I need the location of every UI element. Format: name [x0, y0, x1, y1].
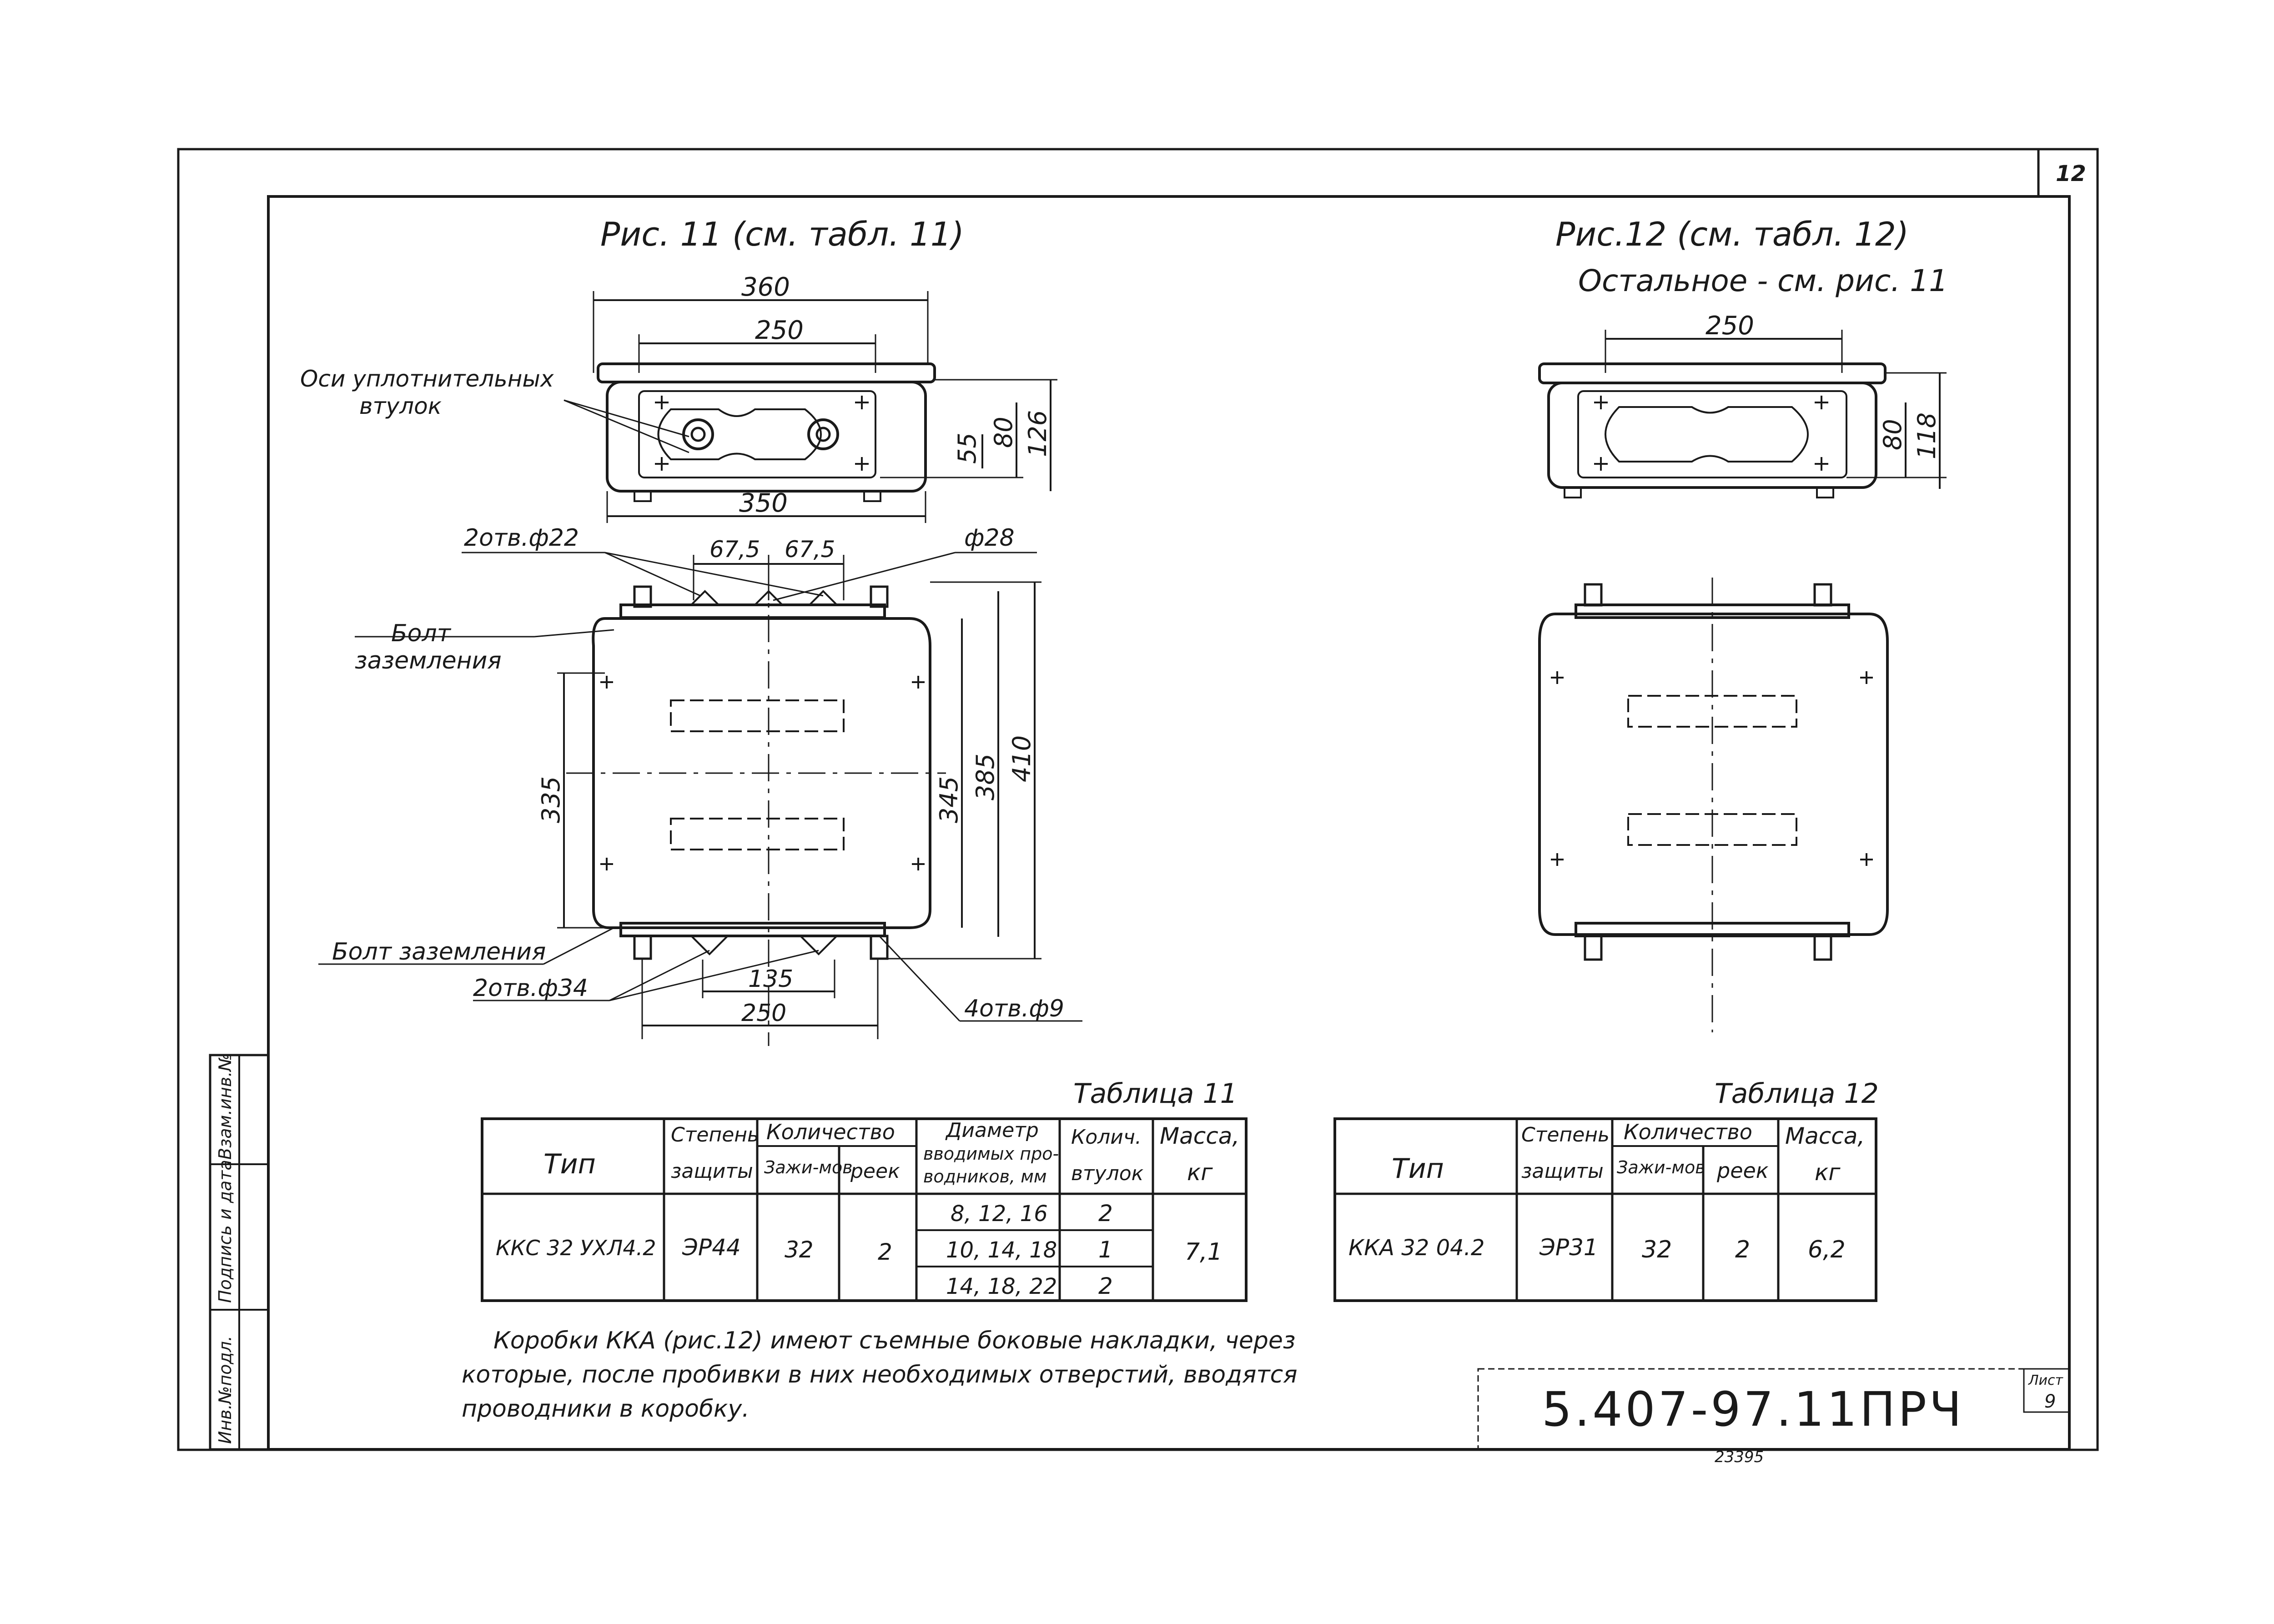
dim-350: 350 [739, 488, 788, 518]
label-axes-seals-2: втулок [359, 393, 442, 419]
t11-h-quantity: Количество [766, 1120, 895, 1144]
t11-diam-3: 14, 18, 22 [946, 1274, 1057, 1299]
t11-h-mass-2: кг [1187, 1159, 1213, 1186]
fig12-subtitle: Остальное - см. рис. 11 [1578, 263, 1948, 298]
t11-h-diam-1: Диаметр [945, 1119, 1039, 1142]
t11-mass: 7,1 [1185, 1238, 1223, 1266]
dim-67-5-a: 67,5 [709, 536, 760, 563]
t11-protection: ЭР44 [682, 1234, 741, 1261]
table11: Тип Степень защиты Количество Зажи-мов р… [481, 1117, 1248, 1302]
t11-bush-1: 2 [1098, 1200, 1113, 1227]
title-stamp: 5.407-97.11ПРЧ Лист 9 23395 [1477, 1368, 2070, 1466]
fig12-front-view [1538, 578, 1889, 1032]
label-holes-9: 4отв.ф9 [964, 995, 1064, 1022]
table12-title: Таблица 12 [1715, 1078, 1879, 1110]
t11-clamps: 32 [785, 1237, 814, 1263]
stamp-sheet-label: Лист [2028, 1373, 2064, 1388]
stamp-archive: 23395 [1715, 1448, 1764, 1466]
label-bolt-ground-2: Болт заземления [332, 938, 546, 965]
label-hole-28: ф28 [964, 524, 1015, 552]
t12-rails: 2 [1735, 1236, 1750, 1263]
dim-67-5-b: 67,5 [785, 536, 835, 563]
stamp-sheet-no: 9 [2044, 1391, 2056, 1412]
t12-h-quantity: Количество [1624, 1120, 1752, 1144]
side-stamp-col1: Инв.№подл. [215, 1336, 235, 1444]
t11-diam-2: 10, 14, 18 [946, 1237, 1057, 1263]
fig11-title: Рис. 11 (см. табл. 11) [600, 215, 964, 253]
t11-h-diam-2: вводимых про- [923, 1144, 1059, 1164]
sheet-number: 12 [2056, 161, 2086, 186]
label-axes-seals: Оси уплотнительных [300, 366, 554, 392]
dim-335: 335 [537, 776, 565, 823]
stamp-code: 5.407-97.11ПРЧ [1542, 1382, 1964, 1437]
dim-135: 135 [748, 965, 793, 993]
fig12-dim-250: 250 [1706, 311, 1754, 341]
dim-250-top: 250 [755, 316, 804, 345]
t11-h-clamps: Зажи-мов [764, 1157, 853, 1177]
note-line-3: проводники в коробку. [462, 1395, 750, 1423]
t12-protection: ЭР31 [1539, 1234, 1598, 1261]
fig11-front-view: 67,5 67,5 2отв.ф22 ф28 Болт заземления Б… [318, 524, 1082, 1046]
dim-80-fig11: 80 [989, 417, 1018, 448]
fig12-dim-80: 80 [1878, 419, 1907, 450]
fig12-dim-118: 118 [1912, 412, 1941, 459]
t12-h-type: Тип [1392, 1153, 1444, 1185]
table11-title: Таблица 11 [1073, 1078, 1238, 1110]
t11-h-diam-3: водников, мм [923, 1166, 1047, 1187]
t12-h-mass-2: кг [1815, 1159, 1841, 1186]
t11-h-prot-1: Степень [671, 1123, 759, 1146]
side-stamp-col2: Подпись и дата [215, 1160, 235, 1303]
side-stamp-col3: Взам.инв.№ [215, 1053, 235, 1160]
dim-410: 410 [1007, 735, 1036, 782]
dim-360: 360 [741, 272, 790, 302]
t11-h-bush-1: Колич. [1071, 1126, 1142, 1149]
t11-h-rails: реек [850, 1160, 900, 1183]
table12: Тип Степень защиты Количество Зажи-мов р… [1333, 1117, 1877, 1302]
t11-rails: 2 [878, 1239, 892, 1265]
t12-clamps: 32 [1642, 1236, 1672, 1263]
dim-385: 385 [971, 754, 1000, 800]
inner-frame [267, 195, 2071, 1451]
t11-type: ККС 32 УХЛ4.2 [496, 1236, 656, 1260]
dim-250-bottom: 250 [741, 1000, 786, 1027]
t11-h-bush-2: втулок [1071, 1162, 1144, 1185]
t12-mass: 6,2 [1808, 1236, 1846, 1263]
label-bolt-ground-1: Болт [391, 620, 452, 647]
side-stamp: Инв.№подл. Подпись и дата Взам.инв.№ [209, 1053, 270, 1451]
dim-345: 345 [935, 776, 963, 823]
fig11-top-view: 360 250 Оси уплотнительных втулок [300, 272, 1057, 523]
t11-diam-1: 8, 12, 16 [951, 1201, 1048, 1227]
fig12-top-view: 250 80 118 [1538, 311, 1947, 498]
t11-bush-3: 2 [1098, 1273, 1113, 1299]
label-holes-34: 2отв.ф34 [473, 975, 588, 1002]
t11-h-mass-1: Масса, [1160, 1123, 1239, 1149]
dim-55: 55 [953, 432, 981, 464]
label-holes-22: 2отв.ф22 [464, 524, 579, 552]
t11-h-prot-2: защиты [671, 1160, 753, 1183]
t12-h-mass-1: Масса, [1785, 1123, 1865, 1149]
t12-h-prot-1: Степень [1521, 1123, 1610, 1146]
t12-h-clamps: Зажи-мов [1617, 1157, 1706, 1177]
t12-type: ККА 32 04.2 [1348, 1235, 1484, 1261]
dim-126: 126 [1023, 410, 1052, 457]
t12-h-rails: реек [1716, 1158, 1769, 1183]
label-bolt-ground-1b: заземления [355, 647, 502, 674]
t11-bush-2: 1 [1098, 1237, 1113, 1263]
note-line-1: Коробки ККА (рис.12) имеют съемные боков… [493, 1327, 1296, 1354]
t12-h-prot-2: защиты [1521, 1160, 1604, 1183]
note-line-2: которые, после пробивки в них необходимы… [462, 1361, 1298, 1388]
fig12-title: Рис.12 (см. табл. 12) [1555, 215, 1909, 253]
t11-h-type: Тип [543, 1148, 596, 1180]
